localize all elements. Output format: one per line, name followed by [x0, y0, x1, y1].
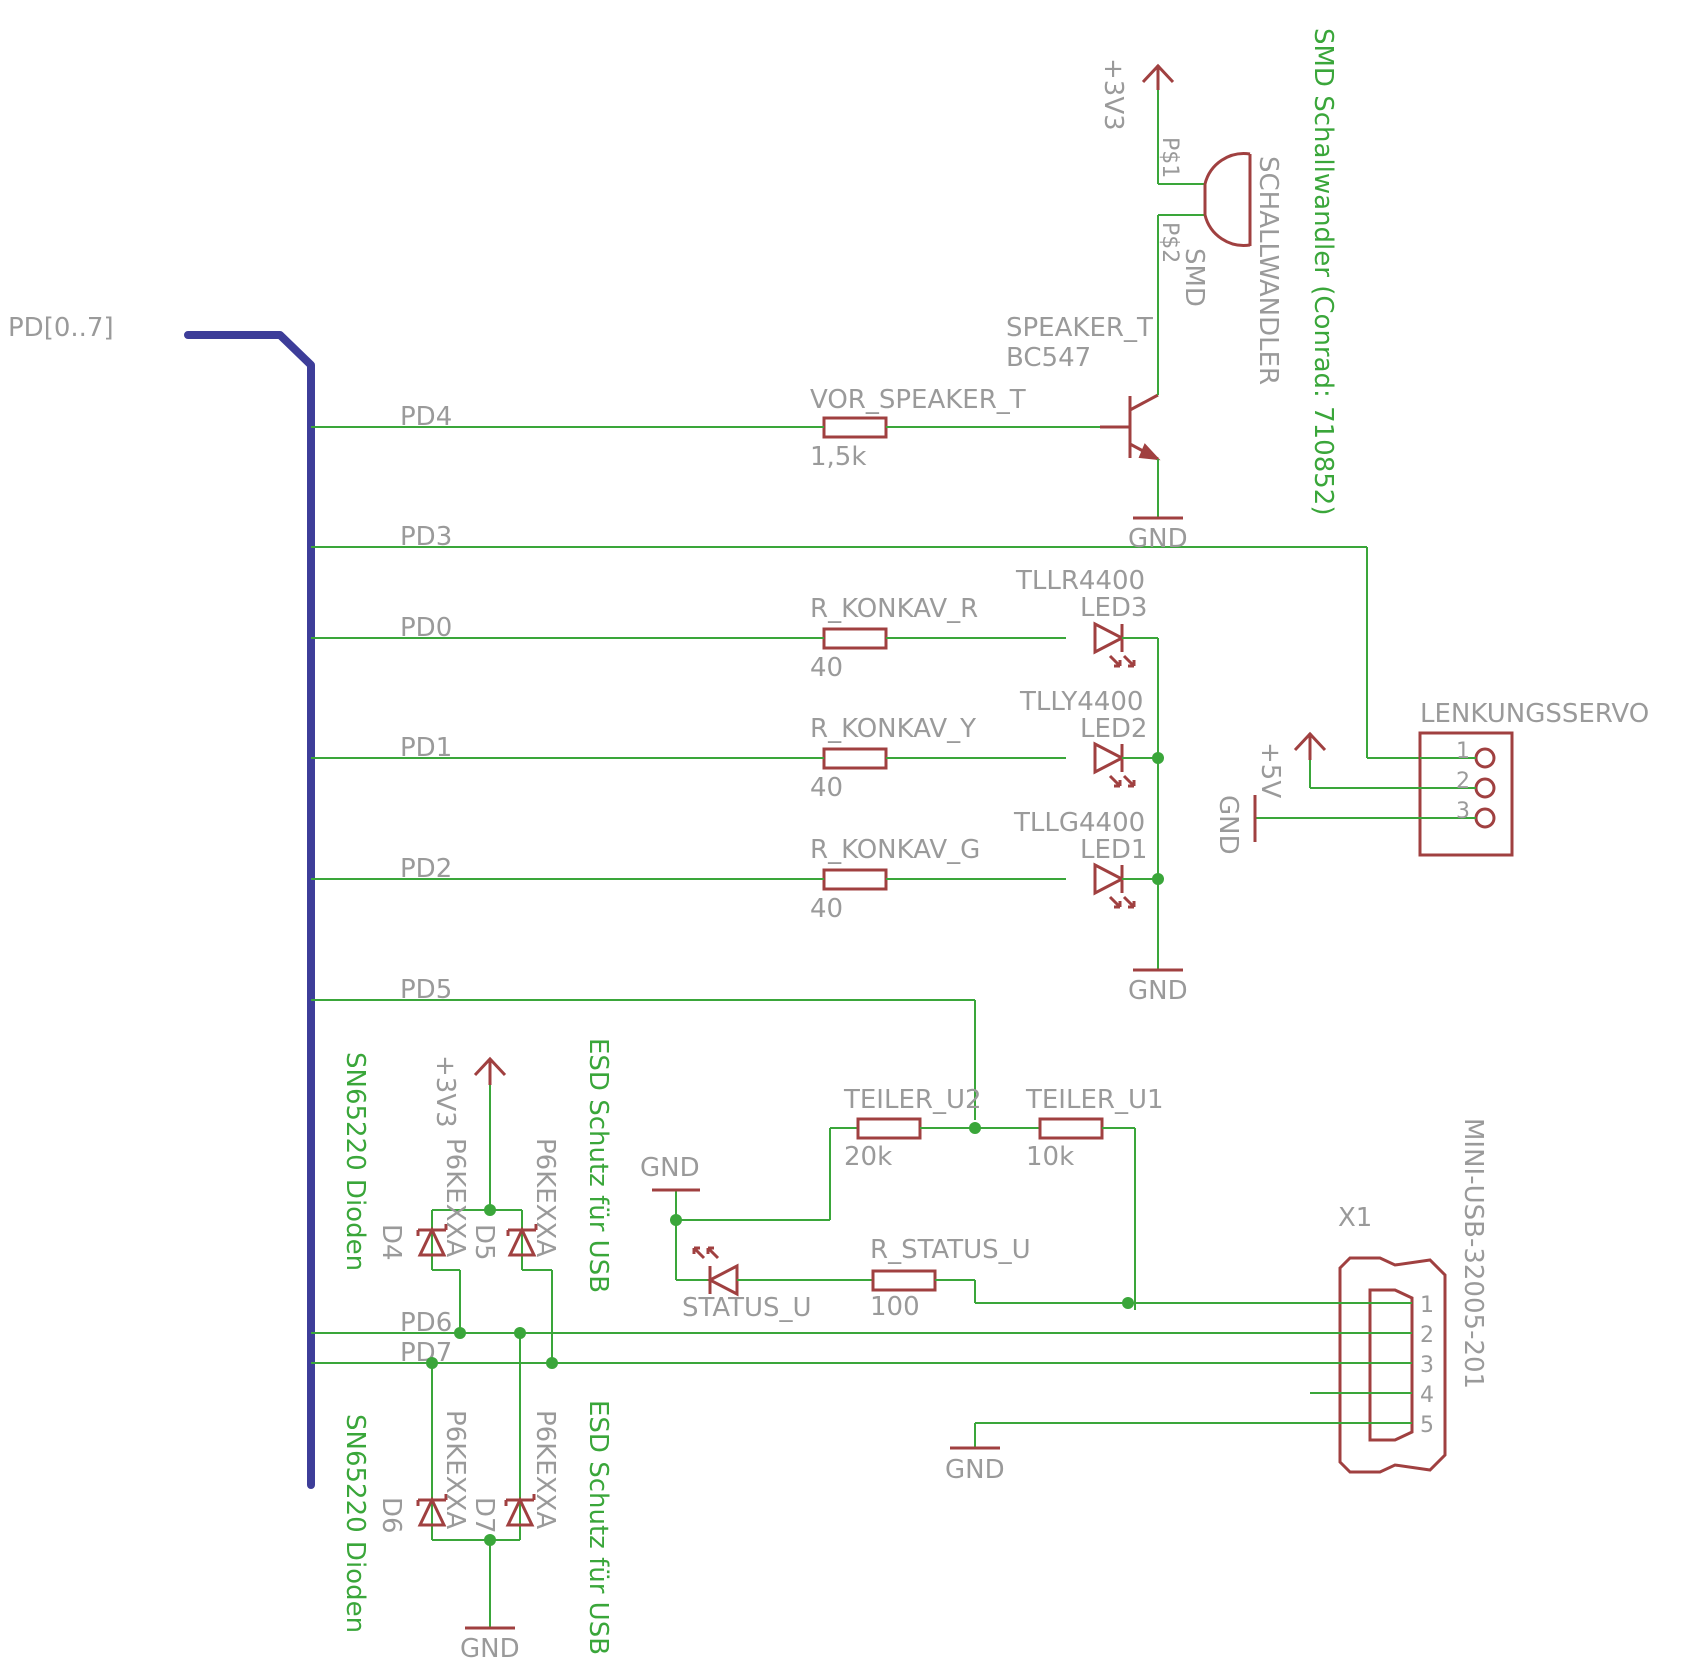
gnd-label-servo: GND [1213, 795, 1243, 855]
esd-d6-name: D6 [376, 1497, 406, 1534]
buzzer-note: SMD Schallwandler (Conrad: 710852) [1308, 28, 1338, 515]
esd-d5-value: P6KEXXA [530, 1138, 560, 1257]
led-red-resistor-name: R_KONKAV_R [810, 594, 978, 624]
usb-pin-5: 5 [1420, 1413, 1434, 1438]
esd-d7-value: P6KEXXA [530, 1410, 560, 1529]
net-label-pd0: PD0 [400, 613, 452, 643]
led-yellow-resistor-name: R_KONKAV_Y [810, 714, 976, 744]
led-yellow-resistor-value: 40 [810, 773, 843, 803]
usb-connector-name: X1 [1338, 1203, 1372, 1233]
gnd-label-status: GND [640, 1153, 700, 1183]
servo-pin-1: 1 [1456, 739, 1470, 764]
led-yellow-name: LED2 [1080, 714, 1147, 744]
esd-top [416, 1056, 558, 1369]
speaker-transistor-value: BC547 [1006, 343, 1091, 373]
led-red-name: LED3 [1080, 593, 1147, 623]
esd-d5-name: D5 [469, 1224, 499, 1261]
usb-pin-1: 1 [1420, 1293, 1434, 1318]
usb-pin-4: 4 [1420, 1383, 1434, 1408]
divider-u2-name: TEILER_U2 [843, 1085, 982, 1115]
usb-connector-value: MINI-USB-32005-201 [1458, 1118, 1488, 1389]
status-led-name: STATUS_U [682, 1293, 812, 1323]
speaker-resistor-name: VOR_SPEAKER_T [810, 385, 1026, 415]
bus-pd: PD[0..7] [8, 313, 315, 1489]
net-label-pd1: PD1 [400, 733, 452, 763]
esd-note-usb-top: ESD Schutz für USB [583, 1038, 613, 1293]
power-5v-label: +5V [1255, 742, 1285, 798]
buzzer-pin2-label: P$2 [1157, 222, 1182, 263]
led-green-resistor-name: R_KONKAV_G [810, 835, 980, 865]
servo-pin-2: 2 [1456, 769, 1470, 794]
divider-u1-value: 10k [1026, 1142, 1074, 1172]
net-label-pd5: PD5 [400, 975, 452, 1005]
led-yellow-type: TLLY4400 [1019, 687, 1143, 717]
esd-note-diodes-bottom: SN65220 Dioden [340, 1414, 370, 1633]
led-red-type: TLLR4400 [1015, 566, 1145, 596]
led-green-name: LED1 [1080, 835, 1147, 865]
buzzer-name: SCHALLWANDLER [1253, 156, 1283, 385]
usb-connector [950, 1256, 1447, 1474]
divider-u1-name: TEILER_U1 [1025, 1085, 1164, 1115]
speaker-resistor [794, 416, 1100, 439]
speaker-transistor [1100, 370, 1183, 520]
power-3v3-top-label: +3V3 [1098, 58, 1128, 131]
net-label-pd2: PD2 [400, 854, 452, 884]
gnd-label-usb: GND [945, 1455, 1005, 1485]
speaker-resistor-value: 1,5k [810, 442, 866, 472]
status-led [692, 1246, 873, 1297]
servo-connector [1253, 731, 1514, 857]
esd-note-diodes-top: SN65220 Dioden [340, 1052, 370, 1271]
servo-name: LENKUNGSSERVO [1420, 699, 1649, 729]
net-wires [311, 426, 1420, 1364]
usb-pin-2: 2 [1420, 1323, 1434, 1348]
status-resistor-value: 100 [870, 1292, 920, 1322]
led-green-resistor-value: 40 [810, 894, 843, 924]
esd-note-usb-bottom: ESD Schutz für USB [583, 1400, 613, 1655]
power-3v3-top [1141, 63, 1175, 90]
net-label-pd6: PD6 [400, 1308, 452, 1338]
gnd-label-leds: GND [1128, 976, 1188, 1006]
led-row-red [794, 621, 1158, 668]
buzzer-pin1-label: P$1 [1157, 137, 1182, 178]
buzzer-value: SMD [1179, 248, 1209, 307]
esd-bottom [416, 1333, 536, 1630]
servo-pin-3: 3 [1456, 799, 1470, 824]
divider-network [652, 1117, 1136, 1310]
gnd-label-speaker: GND [1128, 524, 1188, 554]
net-label-pd3: PD3 [400, 522, 452, 552]
esd-d4-name: D4 [376, 1224, 406, 1261]
gnd-label-esd: GND [460, 1634, 520, 1663]
esd-d6-value: P6KEXXA [440, 1410, 470, 1529]
net-label-pd4: PD4 [400, 402, 452, 432]
led-row-green [794, 862, 1158, 909]
led-red-resistor-value: 40 [810, 653, 843, 683]
power-3v3-esd-label: +3V3 [430, 1055, 460, 1128]
led-row-yellow [794, 741, 1158, 788]
usb-pin-3: 3 [1420, 1353, 1434, 1378]
speaker-buzzer [1157, 75, 1252, 370]
led-common-gnd [1133, 638, 1183, 972]
led-green-type: TLLG4400 [1013, 808, 1145, 838]
esd-d7-name: D7 [469, 1497, 499, 1534]
divider-u2-value: 20k [844, 1142, 892, 1172]
status-resistor [871, 1269, 1380, 1309]
speaker-transistor-name: SPEAKER_T [1006, 313, 1153, 343]
bus-label: PD[0..7] [8, 313, 114, 343]
status-resistor-name: R_STATUS_U [870, 1235, 1031, 1265]
esd-d4-value: P6KEXXA [440, 1138, 470, 1257]
